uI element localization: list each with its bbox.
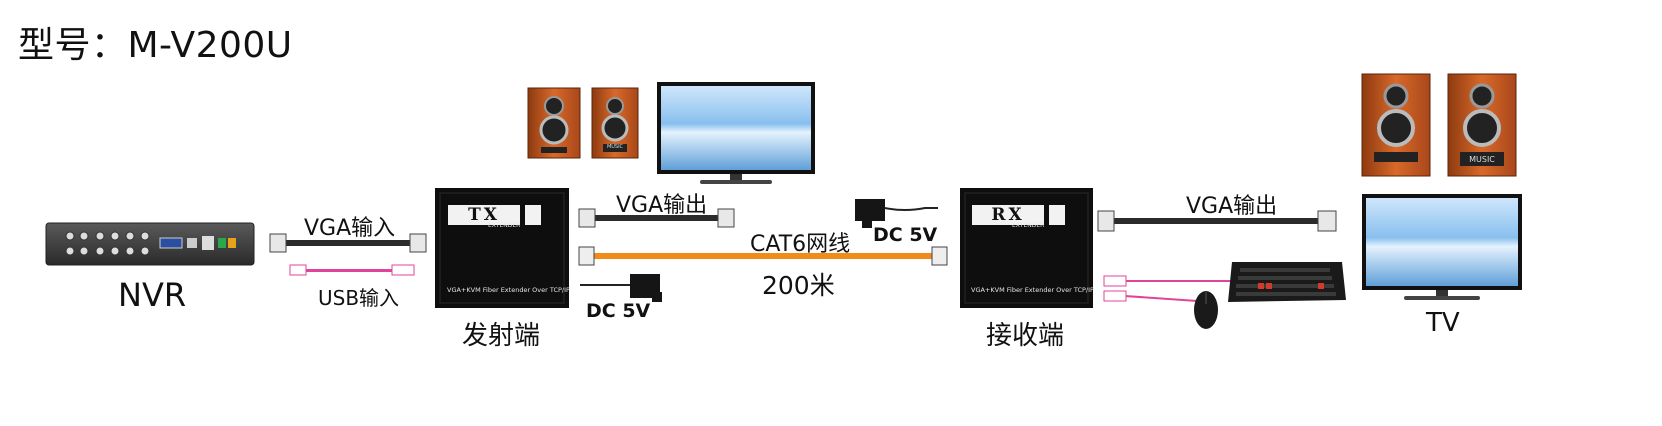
tx-logo-sub: EXTENDER <box>488 222 521 229</box>
nvr-device <box>45 222 255 266</box>
tv-right <box>1362 194 1522 300</box>
dc-label-rx: DC 5V <box>873 224 938 246</box>
rx-box-text: VGA+KVM Fiber Extender Over TCP/IP <box>971 286 1094 294</box>
speaker-badge-right: MUSIC <box>1469 155 1495 164</box>
dc-adapter-tx <box>580 274 662 302</box>
cat6-label: CAT6网线 <box>750 232 851 257</box>
vga-output-cable-rx <box>1097 210 1337 232</box>
rx-logo: RX <box>991 205 1025 225</box>
nvr-label: NVR <box>118 276 187 314</box>
rx-caption: 接收端 <box>986 321 1065 351</box>
vga-input-cable <box>269 233 427 253</box>
speaker-badge-left: MUSIC <box>606 144 624 150</box>
vga-input-label: VGA输入 <box>304 216 396 241</box>
tx-logo: TX <box>468 205 500 225</box>
speakers-right <box>1361 73 1517 177</box>
usb-input-label: USB输入 <box>318 286 400 310</box>
keyboard <box>1228 262 1346 302</box>
tx-box-text: VGA+KVM Fiber Extender Over TCP/IP <box>447 286 570 294</box>
model-title: 型号：M-V200U <box>18 25 293 66</box>
vga-output-cable-tx <box>578 208 735 228</box>
speakers-left <box>527 87 639 159</box>
distance-label: 200米 <box>762 271 835 300</box>
tx-box <box>435 188 569 308</box>
vga-output-label-tx: VGA输出 <box>616 193 708 218</box>
dc-adapter-rx <box>855 199 938 228</box>
cat6-cable <box>578 246 948 266</box>
monitor-left <box>657 82 815 184</box>
rx-logo-sub: EXTENDER <box>1012 222 1045 229</box>
tx-caption: 发射端 <box>462 321 541 351</box>
vga-output-label-rx: VGA输出 <box>1186 194 1278 219</box>
rx-box <box>960 188 1093 308</box>
usb-input-cable <box>289 264 415 276</box>
mouse <box>1194 291 1218 329</box>
tv-label: TV <box>1426 308 1460 338</box>
dc-label-tx: DC 5V <box>586 300 651 322</box>
